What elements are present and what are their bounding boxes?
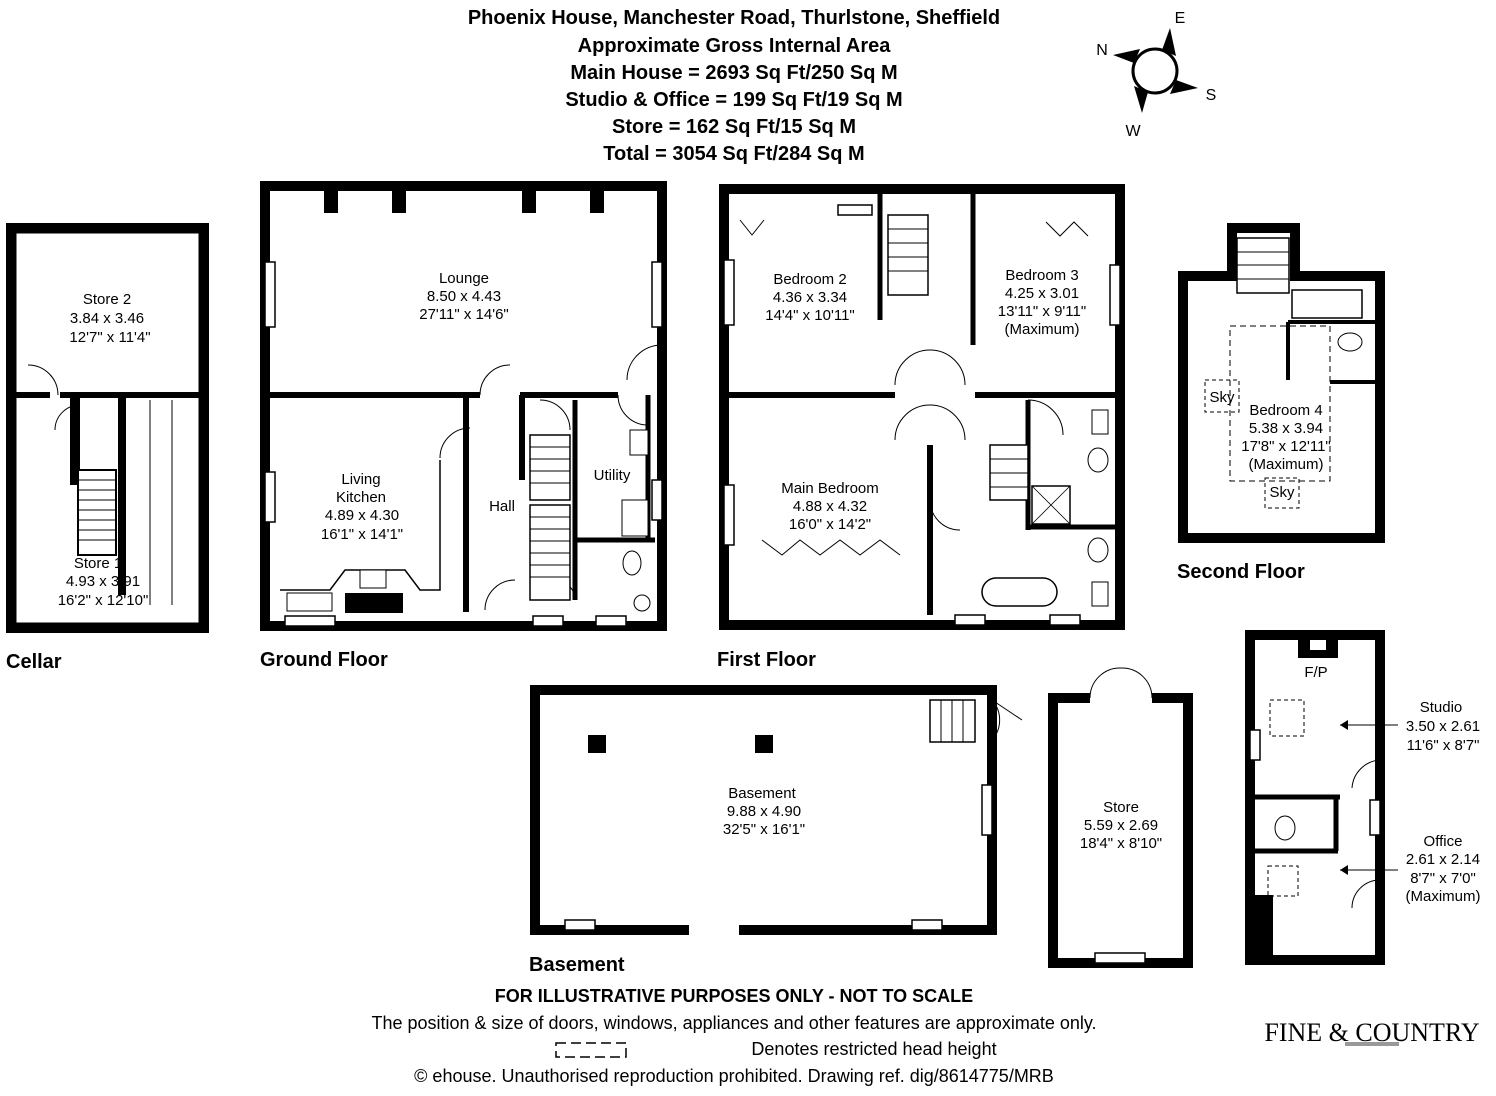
store-name: Store <box>1103 799 1139 816</box>
lounge-imperial: 27'11" x 14'6" <box>419 306 509 323</box>
lounge-metric: 8.50 x 4.43 <box>427 288 501 305</box>
bedroom3-name: Bedroom 3 <box>1005 267 1078 284</box>
store-metric: 5.59 x 2.69 <box>1084 817 1158 834</box>
plan-subtitle: Approximate Gross Internal Area <box>577 35 891 57</box>
store-area: Store = 162 Sq Ft/15 Sq M <box>612 116 856 138</box>
basement-metric: 9.88 x 4.90 <box>727 803 801 820</box>
bedroom3-note: (Maximum) <box>1005 321 1080 338</box>
main-bedroom-metric: 4.88 x 4.32 <box>793 498 867 515</box>
office-metric: 2.61 x 2.14 <box>1406 851 1480 868</box>
fine-and-country-logo: FINE & COUNTRY <box>1264 1018 1479 1047</box>
disclaimer-text: FOR ILLUSTRATIVE PURPOSES ONLY - NOT TO … <box>494 986 974 1006</box>
position-note-text: The position & size of doors, windows, a… <box>371 1013 1097 1033</box>
kitchen-metric: 4.89 x 4.30 <box>325 507 399 524</box>
store-plan: Store 5.59 x 2.69 18'4" x 8'10" <box>1048 667 1193 968</box>
kitchen-name-2: Kitchen <box>336 489 386 506</box>
store1-imperial: 16'2" x 12'10" <box>58 592 149 609</box>
main-bedroom-name: Main Bedroom <box>781 480 879 497</box>
compass-icon: N E S W <box>1096 10 1216 140</box>
second-floor-plan: Sky Sky Bedroom 4 5.38 x 3.94 17'8" x 12… <box>1178 223 1385 543</box>
bedroom2-imperial: 14'4" x 10'11" <box>765 307 855 324</box>
bedroom4-sky-2: Sky <box>1269 484 1295 501</box>
ground-floor-label: Ground Floor <box>260 649 388 671</box>
store1-name: Store 1 <box>74 555 122 572</box>
restricted-height-legend-symbol <box>555 1042 627 1058</box>
bedroom3-metric: 4.25 x 3.01 <box>1005 285 1079 302</box>
plan-title: Phoenix House, Manchester Road, Thurlsto… <box>467 7 1001 29</box>
bedroom2-metric: 4.36 x 3.34 <box>773 289 847 306</box>
bedroom4-metric: 5.38 x 3.94 <box>1249 420 1323 437</box>
store-imperial: 18'4" x 8'10" <box>1080 835 1162 852</box>
main-bedroom-imperial: 16'0" x 14'2" <box>789 516 871 533</box>
bedroom4-note: (Maximum) <box>1249 456 1324 473</box>
ground-floor-plan: Lounge 8.50 x 4.43 27'11" x 14'6" Living… <box>260 181 667 631</box>
store1-metric: 4.93 x 3.91 <box>66 573 140 590</box>
office-note: (Maximum) <box>1406 888 1481 905</box>
store2-imperial: 12'7" x 11'4" <box>69 329 150 346</box>
compass-e: E <box>1175 10 1186 27</box>
total-area: Total = 3054 Sq Ft/284 Sq M <box>603 143 865 165</box>
bedroom4-sky-1: Sky <box>1209 389 1235 406</box>
studio-fp: F/P <box>1304 664 1327 681</box>
store2-metric: 3.84 x 3.46 <box>70 310 144 327</box>
cellar-plan: Store 2 3.84 x 3.46 12'7" x 11'4" Store … <box>6 223 209 633</box>
studio-metric: 3.50 x 2.61 <box>1406 718 1480 735</box>
first-floor-plan: Bedroom 2 4.36 x 3.34 14'4" x 10'11" Bed… <box>719 184 1125 630</box>
hall-name: Hall <box>489 498 515 515</box>
bedroom4-name: Bedroom 4 <box>1249 402 1322 419</box>
compass-s: S <box>1206 87 1217 104</box>
bedroom2-name: Bedroom 2 <box>773 271 846 288</box>
compass-w: W <box>1125 123 1141 140</box>
main-house-area: Main House = 2693 Sq Ft/250 Sq M <box>570 62 898 84</box>
studio-imperial: 11'6" x 8'7" <box>1407 737 1480 754</box>
studio-office-area: Studio & Office = 199 Sq Ft/19 Sq M <box>565 89 903 111</box>
studio-office-plan: F/P Studio 3.50 x 2.61 11'6" x 8'7" Offi… <box>1245 630 1481 965</box>
cellar-label: Cellar <box>6 651 62 673</box>
second-floor-label: Second Floor <box>1177 561 1305 583</box>
store2-name: Store 2 <box>83 291 131 308</box>
compass-n: N <box>1096 42 1108 59</box>
basement-label: Basement <box>529 954 625 976</box>
copyright-text: © ehouse. Unauthorised reproduction proh… <box>414 1066 1054 1086</box>
basement-name: Basement <box>728 785 796 802</box>
kitchen-imperial: 16'1" x 14'1" <box>321 526 403 543</box>
legend-text: Denotes restricted head height <box>751 1039 997 1059</box>
bedroom4-imperial: 17'8" x 12'11" <box>1241 438 1331 455</box>
studio-name: Studio <box>1420 699 1463 716</box>
lounge-name: Lounge <box>439 270 489 287</box>
utility-name: Utility <box>594 467 631 484</box>
office-imperial: 8'7" x 7'0" <box>1410 870 1476 887</box>
first-floor-label: First Floor <box>717 649 816 671</box>
kitchen-name-1: Living <box>341 471 380 488</box>
bedroom3-imperial: 13'11" x 9'11" <box>998 303 1086 320</box>
basement-plan: Basement 9.88 x 4.90 32'5" x 16'1" <box>530 685 1023 936</box>
office-name: Office <box>1424 833 1463 850</box>
basement-imperial: 32'5" x 16'1" <box>723 821 805 838</box>
